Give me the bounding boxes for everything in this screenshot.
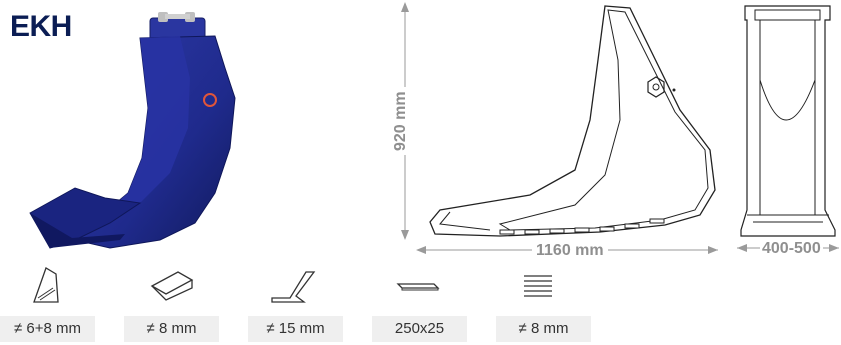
side-plate-icon [33,267,59,303]
spec-bottom-plate-thickness: ≠ 8 mm [124,316,219,342]
side-view-drawing [401,2,718,254]
width-dimension-label: 400-500 [760,240,823,258]
wear-strips-icon [524,275,552,297]
spec-wear-strips-thickness: ≠ 8 mm [496,316,591,342]
bottom-plate-icon [150,271,194,301]
product-model-title: EKH [10,10,72,43]
tooth-plate-icon [271,271,316,303]
spec-side-plate-thickness: ≠ 6+8 mm [0,316,95,342]
bucket-photo [29,12,236,249]
spec-tooth-plate-thickness: ≠ 15 mm [248,316,343,342]
cutting-edge-icon [396,283,440,291]
height-dimension-label: 920 mm [392,87,410,155]
length-dimension-label: 1160 mm [532,242,608,260]
spec-cutting-edge-size: 250x25 [372,316,467,342]
front-view-drawing [737,5,839,252]
